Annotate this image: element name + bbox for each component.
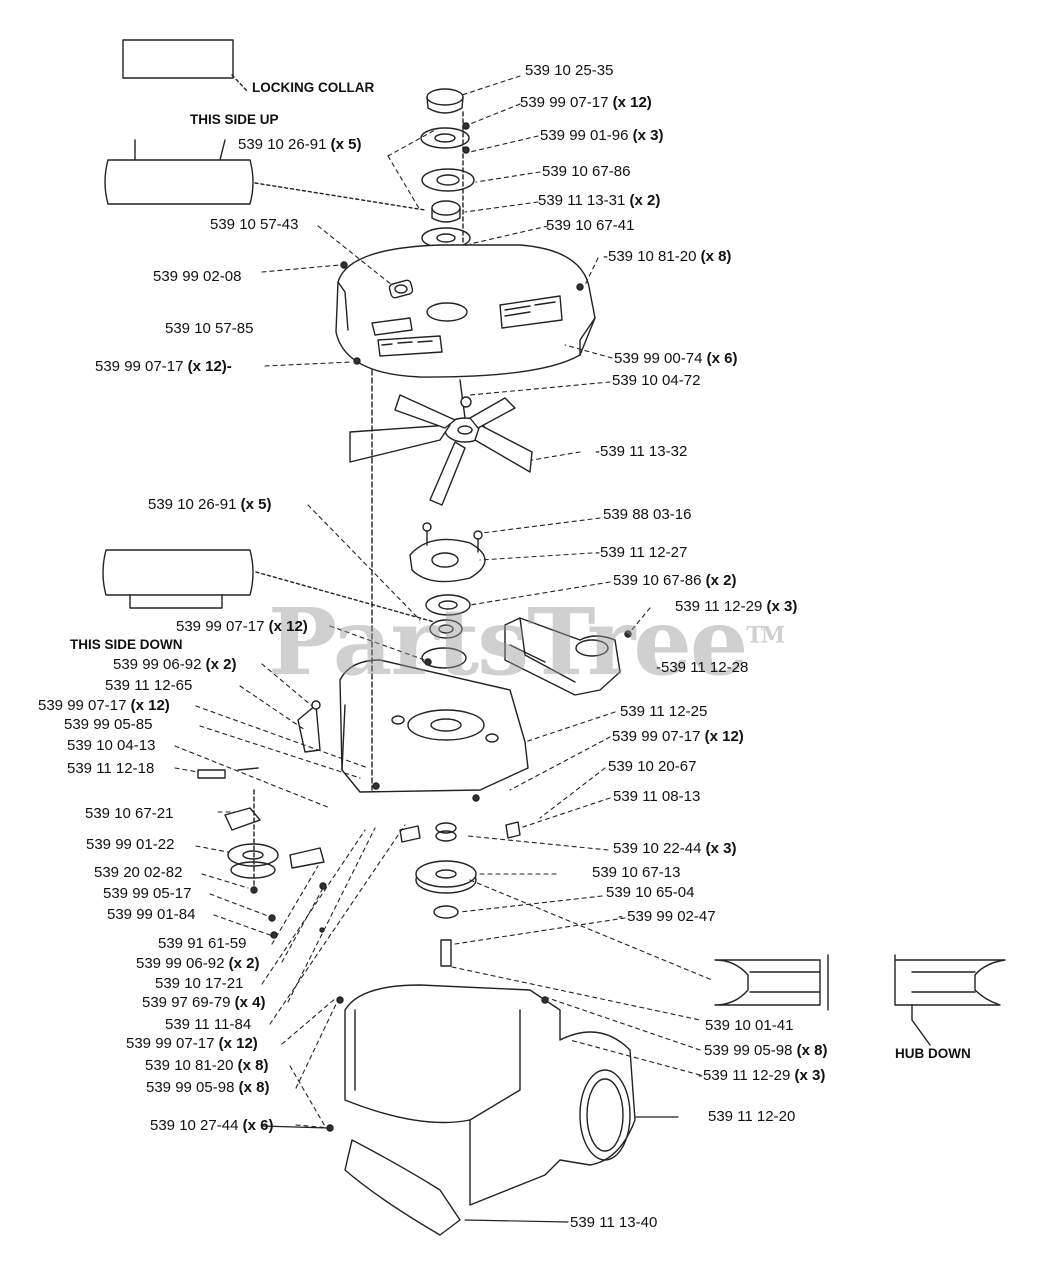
part-label: 539 10 22-44 (x 3) [613,840,737,857]
flange-plate [409,522,486,583]
part-label: 539 10 20-67 [608,758,697,775]
watermark: PartsTreeTM [268,588,785,696]
impeller-fan [349,379,533,506]
part-label: 539 11 12-25 [620,703,708,720]
part-label: 539 10 25-35 [525,62,614,79]
part-label: 539 99 06-92 (x 2) [136,955,260,972]
part-label: 539 10 67-86 [542,163,631,180]
part-label: 539 99 05-85 [64,716,153,733]
part-label: 539 10 57-85 [165,320,254,337]
note-hub-down: HUB DOWN [895,1046,971,1061]
part-label: 539 99 01-84 [107,906,196,923]
part-label: 539 10 17-21 [155,975,244,992]
trademark-mark: TM [746,622,785,649]
main-housing [339,659,529,802]
part-label: 539 10 67-86 (x 2) [613,572,737,589]
leader-lines-solid [261,1116,679,1223]
part-label: -539 11 12-28 [656,659,749,676]
part-label: 539 10 27-44 (x 6) [150,1117,274,1134]
part-label: -539 11 13-32 [595,443,688,460]
part-label: 539 10 67-41 [546,217,635,234]
part-label: 539 11 12-29 (x 3) [675,598,798,615]
upper-cover-plate [335,244,596,378]
part-label: 539 99 00-74 (x 6) [614,350,738,367]
part-label: 539 20 02-82 [94,864,183,881]
part-label: 539 11 08-13 [613,788,701,805]
part-label: 539 97 69-79 (x 4) [142,994,266,1011]
note-this-side-up: THIS SIDE UP [190,112,279,127]
part-label: 539 99 05-17 [103,885,192,902]
part-label: 539 99 05-98 (x 8) [704,1042,828,1059]
part-label: 539 99 02-08 [153,268,242,285]
note-this-side-down: THIS SIDE DOWN [70,637,183,652]
part-label: 539 91 61-59 [158,935,247,952]
belt-tensioner-assembly [197,700,327,939]
part-label: 539 99 07-17 (x 12)- [95,358,232,375]
part-label: 539 88 03-16 [603,506,692,523]
part-label: 539 10 26-91 (x 5) [238,136,362,153]
note-locking-collar: LOCKING COLLAR [252,80,375,95]
part-label: - 539 99 02-47 [618,908,716,925]
part-label: 539 99 07-17 (x 12) [38,697,170,714]
part-label: 539 10 26-91 (x 5) [148,496,272,513]
part-label: 539 10 67-13 [592,864,681,881]
part-label: 539 10 67-21 [85,805,174,822]
collar-side-down-cylinder [102,549,446,626]
part-label: 539 10 57-43 [210,216,299,233]
leader-lines [174,75,713,1129]
pulley-section-hub-up [714,954,829,1011]
part-label: 539 10 65-04 [606,884,695,901]
chute-duct [504,617,632,696]
part-label: 539 99 07-17 (x 12) [126,1035,258,1052]
part-label: 539 11 13-31 (x 2) [538,192,661,209]
part-label: 539 99 01-96 (x 3) [540,127,664,144]
locking-collar-box [122,39,249,93]
lower-bearing-stack [421,594,471,669]
part-label: 539 99 01-22 [86,836,175,853]
part-label: 539 10 04-72 [612,372,701,389]
part-label: 539 99 07-17 (x 12) [612,728,744,745]
part-label: 539 10 04-13 [67,737,156,754]
part-label: 539 11 11-84 [165,1016,252,1033]
drive-pulley [399,821,521,967]
part-label: 539 11 12-18 [67,760,155,777]
part-label: -539 10 81-20 (x 8) [603,248,732,265]
part-label: 539 11 13-40 [570,1214,658,1231]
lower-housing [326,984,636,1236]
part-label: 539 11 12-65 [105,677,193,694]
part-label: 539 11 12-20 [708,1108,796,1125]
part-label: 539 10 01-41 [705,1017,794,1034]
part-label: 539 10 81-20 (x 8) [145,1057,269,1074]
part-label: 539 99 05-98 (x 8) [146,1079,270,1096]
part-label: 539 99 06-92 (x 2) [113,656,237,673]
part-label: -539 11 12-29 (x 3) [698,1067,826,1084]
collar-side-up-cylinder [104,139,426,211]
part-label: 539 99 07-17 (x 12) [176,618,308,635]
part-label: -539 11 12-27 [595,544,688,561]
part-label: 539 99 07-17 (x 12) [520,94,652,111]
pulley-section-hub-down [894,954,1006,1046]
